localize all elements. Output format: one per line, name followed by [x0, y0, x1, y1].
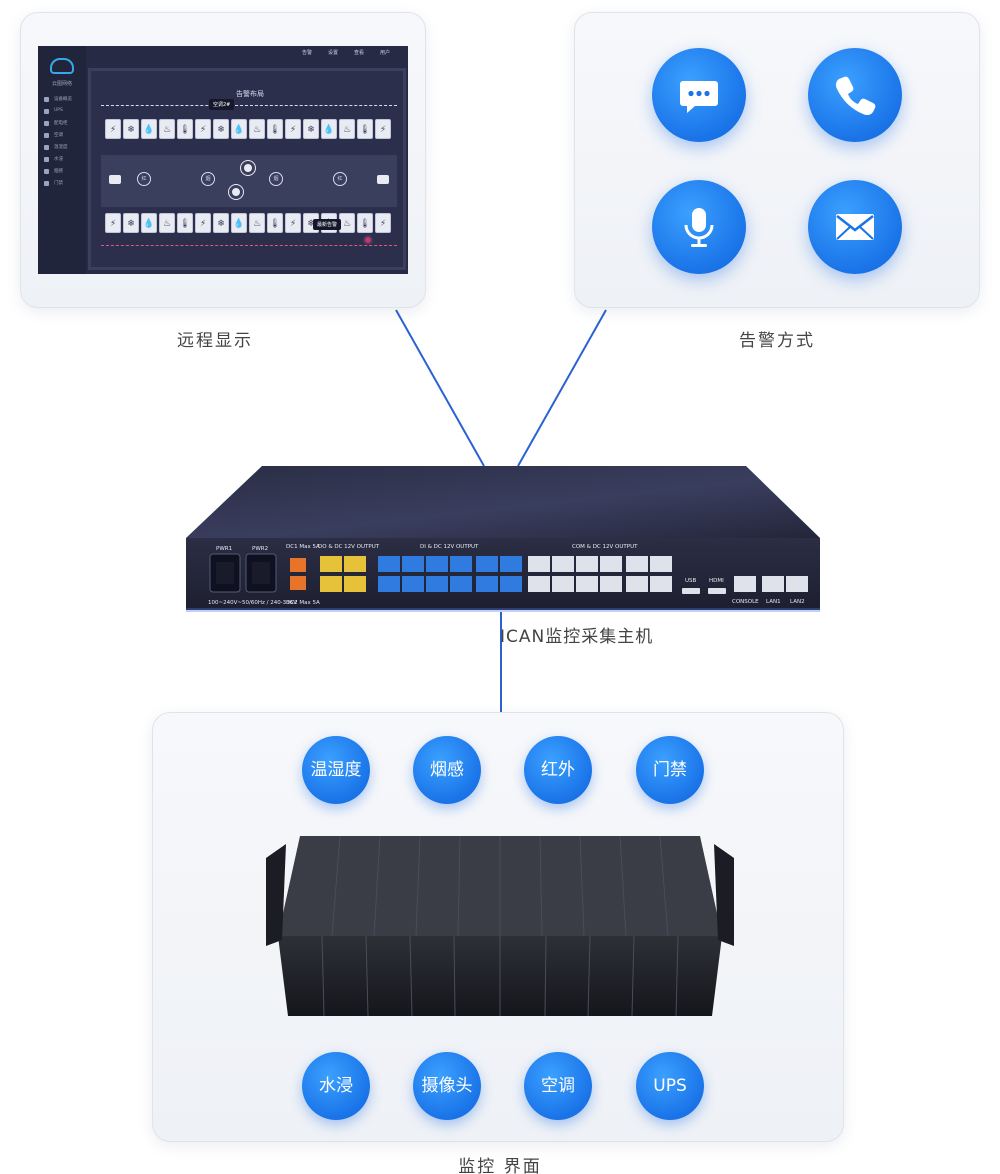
screen-top-user[interactable]: 用户: [380, 50, 391, 56]
rack-cell[interactable]: 💧: [231, 213, 247, 233]
rack-cell[interactable]: 🌡: [357, 119, 373, 139]
rack-cell[interactable]: ❄: [213, 213, 229, 233]
rack-cell[interactable]: ♨: [339, 213, 355, 233]
screen-wave-bottom: [101, 245, 397, 249]
rack-cell[interactable]: ⚡: [105, 119, 121, 139]
sensor-marker[interactable]: 红: [333, 172, 347, 186]
rack-cell[interactable]: ♨: [339, 119, 355, 139]
screen-rack-row-top: ⚡ ❄ 💧 ♨ 🌡 ⚡ ❄ 💧 ♨ 🌡 ⚡ ❄ 💧 ♨ 🌡 ⚡: [105, 119, 395, 139]
screen-panel-title: 告警布局: [236, 90, 264, 98]
hdmi-label: HDMI: [709, 578, 724, 584]
rack-cell[interactable]: ❄: [303, 119, 319, 139]
rack-cell[interactable]: ⚡: [195, 213, 211, 233]
monitor-water-leak: 水浸: [302, 1052, 370, 1120]
screen-sidebar: 云图网络 设备概览 UPS 配电柜 空调 温湿度 水浸 烟感 门禁: [38, 46, 86, 274]
rack-cell[interactable]: ⚡: [375, 213, 391, 233]
rack-cell[interactable]: 💧: [321, 119, 337, 139]
rack-cell[interactable]: ⚡: [105, 213, 121, 233]
rack-cell[interactable]: ♨: [159, 213, 175, 233]
screen-nav-item[interactable]: 设备概览: [44, 96, 82, 104]
monitor-smoke: 烟感: [413, 736, 481, 804]
mail-icon: [808, 180, 902, 274]
com-group-label: COM & DC 12V OUTPUT: [572, 544, 638, 550]
monitor-temp-humidity: 温湿度: [302, 736, 370, 804]
rack-cell[interactable]: 🌡: [357, 213, 373, 233]
rack-cell[interactable]: ⚡: [195, 119, 211, 139]
rack-cell[interactable]: ⚡: [375, 119, 391, 139]
dc2-label: DC2 Max 5A: [286, 600, 320, 606]
rack-cell[interactable]: 🌡: [177, 119, 193, 139]
monitor-camera: 摄像头: [413, 1052, 481, 1120]
screen-aisle: 红 烟 烟 红: [101, 155, 397, 207]
rack-cell[interactable]: 🌡: [177, 213, 193, 233]
rack-cell[interactable]: 🌡: [267, 119, 283, 139]
screen-tooltip-ac: 空调2#: [209, 99, 235, 110]
screen-nav-item[interactable]: 温湿度: [44, 144, 82, 152]
dc1-label: DC1 Max 5A: [286, 544, 320, 550]
camera-icon[interactable]: [109, 175, 121, 184]
remote-display-screen: 云图网络 设备概览 UPS 配电柜 空调 温湿度 水浸 烟感 门禁 告警 设置 …: [38, 46, 408, 274]
camera-node-icon[interactable]: [241, 161, 255, 175]
alarm-pin-icon[interactable]: [363, 235, 373, 245]
screen-top-view[interactable]: 查看: [354, 50, 365, 56]
screen-wave-top: [101, 105, 397, 109]
microphone-icon: [652, 180, 746, 274]
rack-cell[interactable]: ⚡: [285, 119, 301, 139]
monitor-air-conditioner: 空调: [524, 1052, 592, 1120]
screen-nav-item[interactable]: 烟感: [44, 168, 82, 176]
screen-nav-item[interactable]: 门禁: [44, 180, 82, 188]
screen-nav-item[interactable]: 配电柜: [44, 120, 82, 128]
rack-cell[interactable]: 💧: [141, 213, 157, 233]
monitor-ups: UPS: [636, 1052, 704, 1120]
screen-app-name: 云图网络: [51, 81, 72, 87]
server-rack-illustration: [266, 835, 734, 1017]
rack-cell[interactable]: ♨: [249, 119, 265, 139]
monitor-access-control: 门禁: [636, 736, 704, 804]
screen-top-alarm[interactable]: 告警: [302, 50, 313, 56]
monitor-infrared: 红外: [524, 736, 592, 804]
screen-top-settings[interactable]: 设置: [328, 50, 339, 56]
phone-icon: [808, 48, 902, 142]
screen-rack-row-bottom: ⚡ ❄ 💧 ♨ 🌡 ⚡ ❄ 💧 ♨ 🌡 ⚡ ❄ 💧 ♨ 🌡 ⚡: [105, 213, 395, 233]
rack-cell[interactable]: 🌡: [267, 213, 283, 233]
rack-cell[interactable]: ❄: [123, 213, 139, 233]
rack-cell[interactable]: 💧: [231, 119, 247, 139]
pwr2-label: PWR2: [252, 546, 268, 552]
usb-label: USB: [685, 578, 697, 584]
alarm-layout-panel: 告警布局 ⚡ ❄ 💧 ♨ 🌡 ⚡ ❄ 💧 ♨ 🌡 ⚡ ❄ 💧 ♨ 🌡 ⚡ 红 烟: [88, 68, 406, 270]
alarm-methods-caption: 告警方式: [739, 331, 815, 351]
camera-icon[interactable]: [377, 175, 389, 184]
lan2-label: LAN2: [790, 599, 805, 605]
alarm-methods-card: [574, 12, 980, 308]
sensor-marker[interactable]: 烟: [201, 172, 215, 186]
rack-cell[interactable]: ❄: [213, 119, 229, 139]
screen-tooltip-alarm: 最新告警: [313, 219, 342, 230]
di-group-label: DI & DC 12V OUTPUT: [420, 544, 479, 550]
remote-display-caption: 远程显示: [177, 331, 253, 351]
sensor-marker[interactable]: 烟: [269, 172, 283, 186]
rack-cell[interactable]: ♨: [159, 119, 175, 139]
pwr1-label: PWR1: [216, 546, 232, 552]
rack-cell[interactable]: ♨: [249, 213, 265, 233]
rack-cell[interactable]: ⚡: [285, 213, 301, 233]
device-label: ICAN监控采集主机: [500, 627, 654, 647]
sensor-marker[interactable]: 红: [137, 172, 151, 186]
voltage-label: 100~240V~50/60Hz / 240-336V: [208, 600, 297, 606]
screen-nav-item[interactable]: 空调: [44, 132, 82, 140]
rack-cell[interactable]: ❄: [123, 119, 139, 139]
cloud-logo-icon: [50, 58, 74, 74]
monitoring-caption: 监控 界面: [458, 1157, 542, 1174]
screen-topbar: 告警 设置 查看 用户: [86, 46, 408, 60]
console-label: CONSOLE: [732, 599, 759, 605]
do-group-label: DO & DC 12V OUTPUT: [318, 544, 380, 550]
screen-nav-item[interactable]: 水浸: [44, 156, 82, 164]
ican-host-device: PWR1 PWR2 100~240V~50/60Hz / 240-336V DC…: [186, 466, 820, 612]
camera-node-icon[interactable]: [229, 185, 243, 199]
screen-nav-item[interactable]: UPS: [44, 108, 82, 116]
lan1-label: LAN1: [766, 599, 781, 605]
rack-cell[interactable]: 💧: [141, 119, 157, 139]
chat-icon: [652, 48, 746, 142]
